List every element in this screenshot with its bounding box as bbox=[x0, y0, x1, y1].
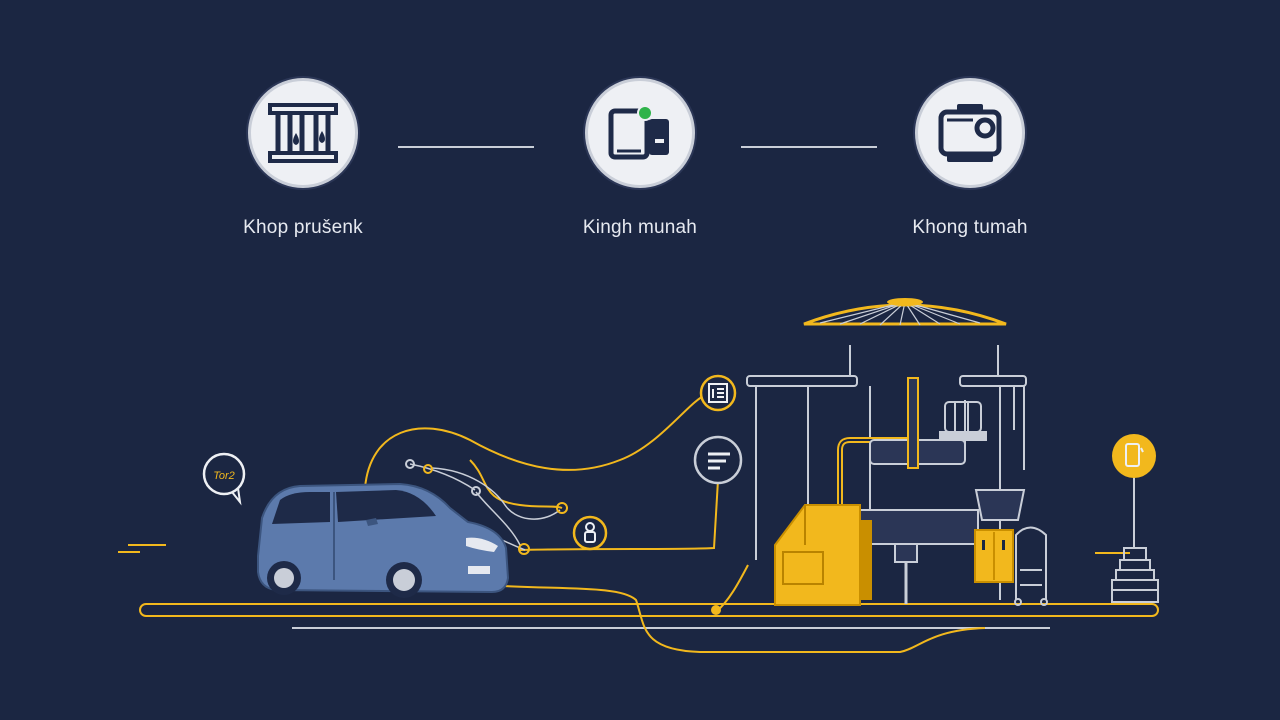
ground-lines bbox=[118, 544, 1159, 629]
connector-2 bbox=[741, 146, 877, 148]
bottle-rack bbox=[939, 401, 987, 441]
step-3-label: Khong tumah bbox=[912, 217, 1028, 238]
columns-icon bbox=[268, 103, 338, 163]
speech-badge: Tor2 bbox=[202, 452, 246, 506]
machine bbox=[774, 504, 979, 606]
connector-1 bbox=[398, 146, 534, 148]
data-wires bbox=[364, 394, 986, 653]
step-3: Khong tumah bbox=[840, 78, 1100, 239]
step-2-label: Kingh munah bbox=[582, 217, 698, 238]
car bbox=[257, 482, 510, 598]
stacked-blocks bbox=[1111, 547, 1159, 603]
list-icon bbox=[699, 374, 737, 412]
step-1-circle bbox=[248, 78, 358, 188]
funnel bbox=[974, 420, 1026, 521]
wire-nodes bbox=[405, 459, 721, 615]
lock-icon bbox=[572, 515, 608, 551]
step-1: Khop prušenk bbox=[173, 78, 433, 239]
step-2: Kingh munah bbox=[510, 78, 770, 239]
phone-icon bbox=[1112, 434, 1156, 548]
step-1-label: Khop prušenk bbox=[243, 217, 363, 238]
device-card-icon bbox=[608, 105, 669, 160]
speech-badge-text: Tor2 bbox=[213, 470, 235, 482]
step-3-circle bbox=[915, 78, 1025, 188]
text-lines-icon bbox=[693, 435, 743, 485]
cart bbox=[1014, 526, 1048, 606]
cabinet bbox=[974, 529, 1014, 583]
dish-antenna bbox=[803, 298, 1007, 326]
pipes bbox=[837, 377, 966, 530]
step-2-circle bbox=[585, 78, 695, 188]
camera-icon bbox=[938, 104, 1002, 162]
